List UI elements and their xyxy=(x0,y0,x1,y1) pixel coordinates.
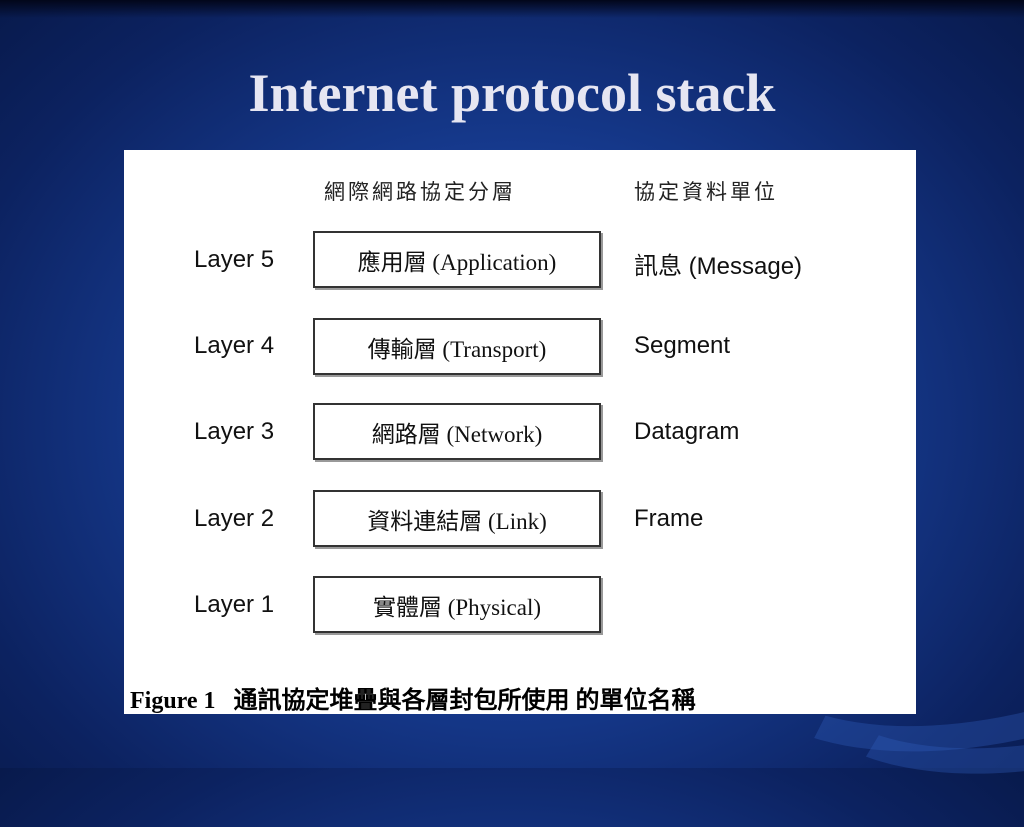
layer-4-unit: Segment xyxy=(634,332,731,359)
layer-3-box: 網路層 (Network) xyxy=(313,403,601,460)
layer-5-unit: 訊息 (Message) xyxy=(634,253,803,280)
figure-caption: Figure 1 通訊協定堆疊與各層封包所使用 的單位名稱 xyxy=(130,680,696,715)
layer-5-box: 應用層 (Application) xyxy=(313,231,601,288)
units-column-header: 協定資料單位 xyxy=(634,180,778,204)
layer-3-label: Layer 3 xyxy=(194,418,275,445)
layer-4-box: 傳輸層 (Transport) xyxy=(313,318,601,375)
layers-column-header: 網際網路協定分層 xyxy=(324,180,516,204)
layer-3-unit: Datagram xyxy=(634,418,740,445)
layer-4-label: Layer 4 xyxy=(194,332,275,359)
layer-2-label: Layer 2 xyxy=(194,505,275,532)
protocol-stack-figure: 網際網路協定分層 協定資料單位 Layer 5 應用層 (Application… xyxy=(124,150,916,714)
layer-1-label: Layer 1 xyxy=(194,591,275,618)
figure-number: Figure 1 xyxy=(130,688,216,714)
slide-title: Internet protocol stack xyxy=(248,63,776,123)
top-shadow-band xyxy=(0,0,1024,18)
layer-1-box: 實體層 (Physical) xyxy=(313,576,601,633)
layer-2-unit: Frame xyxy=(634,505,704,532)
layer-5-label: Layer 5 xyxy=(194,246,275,273)
layer-2-box: 資料連結層 (Link) xyxy=(313,490,601,547)
figure-caption-text: 通訊協定堆疊與各層封包所使用 的單位名稱 xyxy=(233,688,696,714)
